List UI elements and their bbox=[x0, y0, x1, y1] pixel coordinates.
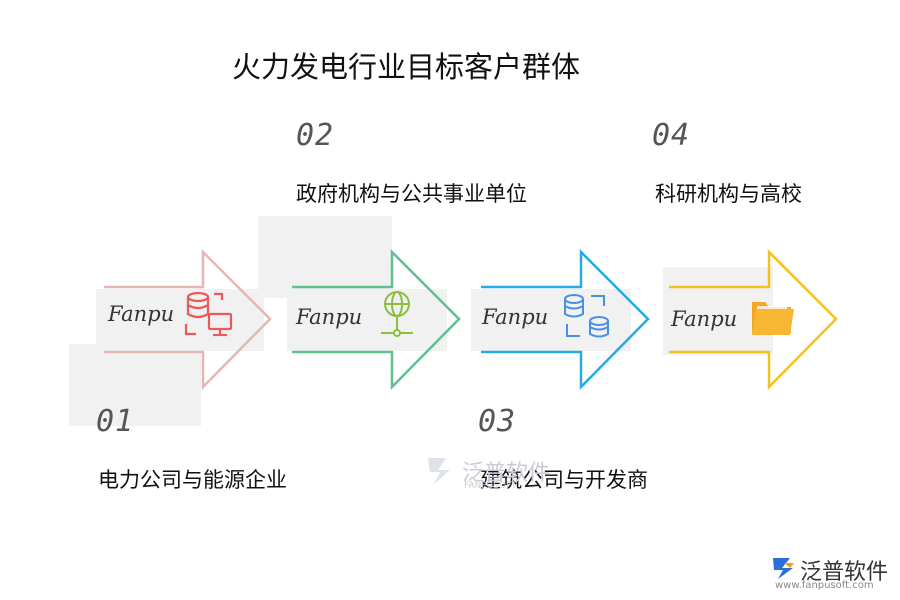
bg-panel bbox=[69, 344, 201, 426]
step-1-label: 电力公司与能源企业 bbox=[98, 468, 287, 492]
bg-panel bbox=[96, 289, 264, 351]
brand-name: 泛普软件 bbox=[800, 560, 889, 585]
step-1-number: 01 bbox=[96, 404, 135, 439]
database-sync-icon bbox=[564, 294, 609, 338]
step-3-label: 建筑公司与开发商 bbox=[480, 468, 648, 492]
brand-url: www.fanpusoft.com bbox=[775, 580, 874, 591]
watermark-text: 泛普软件 bbox=[462, 461, 551, 486]
watermark-subtext: FANPUSOFT bbox=[464, 481, 517, 491]
brand-logo-icon bbox=[773, 558, 794, 579]
watermark-logo-icon bbox=[428, 458, 450, 484]
step-4-number: 04 bbox=[652, 118, 691, 153]
globe-network-icon bbox=[381, 291, 413, 337]
diagram-title: 火力发电行业目标客户群体 bbox=[232, 50, 581, 84]
step-2-label: 政府机构与公共事业单位 bbox=[296, 182, 527, 206]
step-4-tag: Fanpu bbox=[671, 307, 738, 331]
bg-panel bbox=[258, 216, 392, 298]
step-2-number: 02 bbox=[296, 118, 335, 153]
arrow-step-2 bbox=[292, 248, 461, 391]
step-3-tag: Fanpu bbox=[482, 305, 549, 329]
step-4-label: 科研机构与高校 bbox=[655, 182, 802, 206]
arrow-step-3 bbox=[481, 248, 650, 391]
folder-icon bbox=[752, 302, 794, 335]
database-monitor-icon bbox=[184, 291, 233, 337]
step-1-tag: Fanpu bbox=[108, 302, 175, 326]
step-2-tag: Fanpu bbox=[296, 305, 363, 329]
step-3-number: 03 bbox=[478, 404, 517, 439]
bg-panel bbox=[287, 289, 447, 351]
arrow-step-1 bbox=[104, 248, 272, 391]
arrow-step-4 bbox=[669, 248, 838, 391]
